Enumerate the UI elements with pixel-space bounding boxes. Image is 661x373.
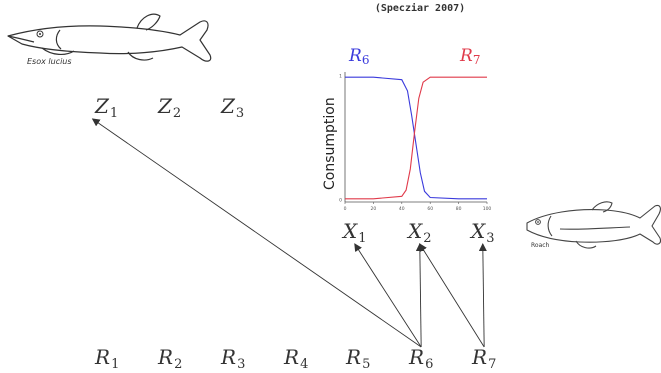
pike-caption: Esox lucius	[27, 57, 72, 66]
node-z3: Z3	[221, 94, 245, 121]
legend-r7: R7	[460, 46, 481, 67]
edge-r6-z1	[91, 118, 422, 348]
chart-x-tick-label: 40	[399, 206, 405, 212]
edge-r6-x2	[415, 243, 424, 348]
node-r4: R4	[284, 345, 309, 372]
series-line-r6	[345, 76, 487, 200]
roach-caption: Roach	[531, 242, 550, 249]
chart-x-tick-label: 80	[456, 206, 462, 212]
series-line-r7	[345, 76, 487, 200]
node-r2: R2	[158, 345, 183, 372]
legend-r6: R6	[349, 46, 370, 67]
node-x2: X2	[408, 219, 432, 246]
node-r1: R1	[95, 345, 120, 372]
edge-r7-x2	[419, 243, 485, 348]
chart-x-tick-label: 0	[344, 206, 347, 212]
node-z2: Z2	[158, 94, 182, 121]
node-r7: R7	[472, 345, 497, 372]
chart-y-tick-label: 1	[339, 74, 342, 80]
node-r5: R5	[346, 345, 371, 372]
node-x1: X1	[343, 219, 367, 246]
citation-text: (Specziar 2007)	[374, 3, 466, 14]
edge-r6-x1	[354, 243, 422, 348]
node-z1: Z1	[95, 94, 119, 121]
chart-x-tick-label: 60	[427, 206, 433, 212]
chart-x-tick-label: 20	[371, 206, 377, 212]
edge-r7-x3	[478, 243, 487, 348]
node-r6: R6	[409, 345, 434, 372]
chart-x-tick-label: 100	[483, 206, 492, 212]
chart-y-tick-label: 0	[339, 198, 342, 204]
node-x3: X3	[471, 219, 495, 246]
node-r3: R3	[221, 345, 246, 372]
